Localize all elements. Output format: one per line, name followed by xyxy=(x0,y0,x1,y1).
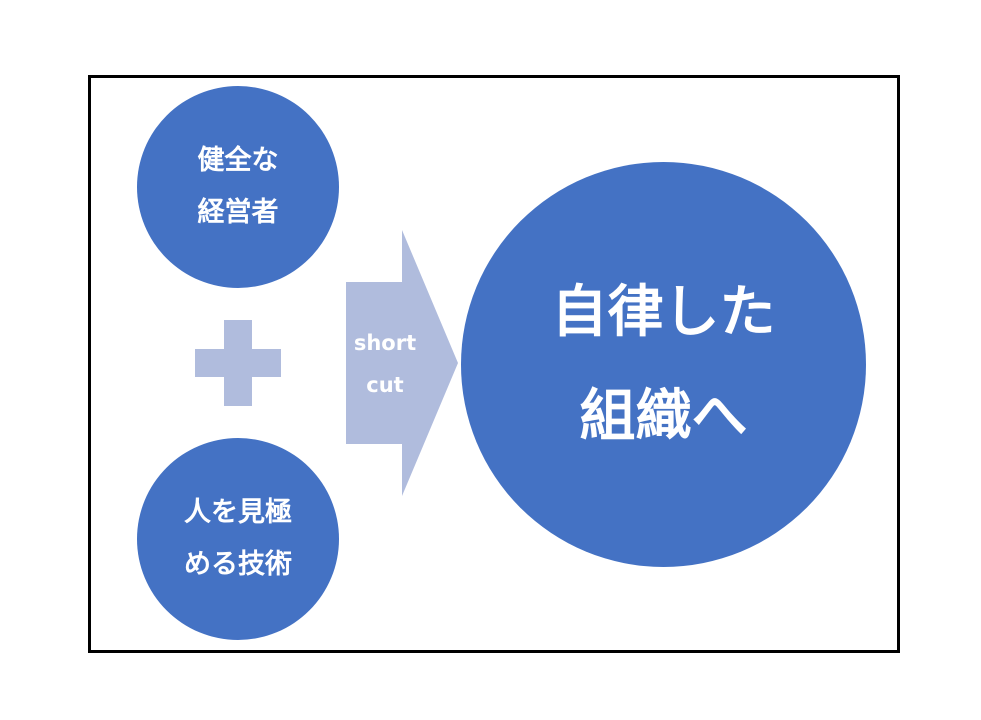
shortcut-label-line-2: cut xyxy=(366,373,404,397)
shortcut-label: short cut xyxy=(346,322,424,406)
circle-autonomous-organization: 自律した 組織へ xyxy=(461,162,866,567)
circle-healthy-manager-text: 健全な 経営者 xyxy=(198,135,279,239)
shortcut-label-line-1: short xyxy=(353,331,417,355)
circle-autonomous-organization-line-1: 自律した xyxy=(551,279,776,345)
circle-judging-people-skill-text: 人を見極 める技術 xyxy=(184,487,292,591)
circle-judging-people-skill-line-1: 人を見極 xyxy=(184,497,292,528)
circle-healthy-manager: 健全な 経営者 xyxy=(137,86,339,288)
arrow-right-icon xyxy=(346,230,458,496)
circle-autonomous-organization-text: 自律した 組織へ xyxy=(552,261,776,469)
circle-judging-people-skill-line-2: める技術 xyxy=(184,549,292,580)
plus-icon xyxy=(195,320,281,406)
circle-autonomous-organization-line-2: 組織へ xyxy=(579,383,748,449)
circle-healthy-manager-line-1: 健全な xyxy=(197,145,279,176)
circle-healthy-manager-line-2: 経営者 xyxy=(197,197,279,228)
circle-judging-people-skill: 人を見極 める技術 xyxy=(137,438,339,640)
